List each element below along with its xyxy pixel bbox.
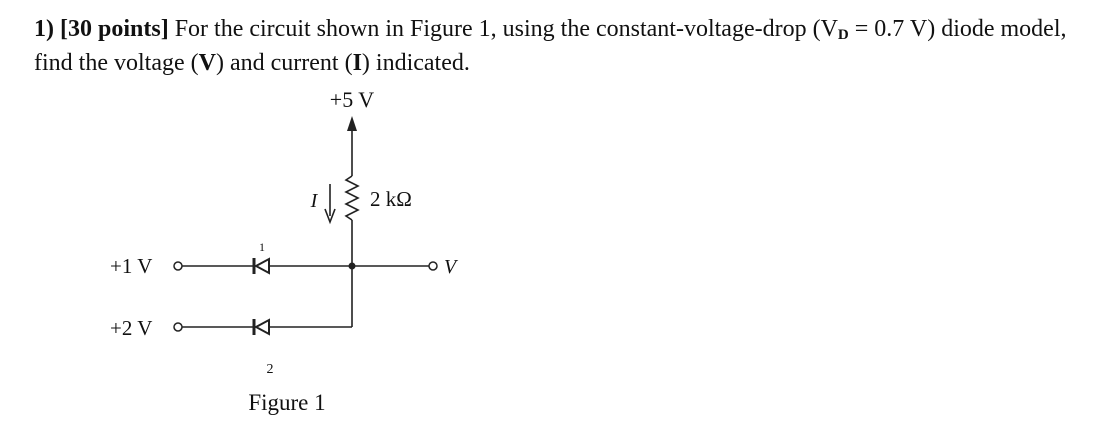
current-arrow-icon — [324, 208, 336, 225]
resistor-icon — [344, 175, 360, 221]
input-2-terminal-icon — [173, 322, 183, 332]
supply-label: +5 V — [330, 87, 375, 112]
diode-2-number: 2 — [267, 362, 274, 377]
vd-symbol: V — [820, 16, 838, 42]
problem-text-part-3: ) indicated. — [361, 50, 470, 76]
current-label: I — [310, 190, 319, 212]
problem-number: 1) — [34, 16, 54, 42]
problem-text-part-2: ) and current ( — [215, 50, 353, 76]
input-1-label: +1 V — [110, 254, 152, 278]
figure-caption: Figure 1 — [248, 390, 325, 415]
resistor-label: 2 kΩ — [370, 187, 412, 211]
output-label: V — [444, 256, 459, 278]
vd-subscript: D — [837, 27, 849, 43]
input-1-terminal-icon — [173, 261, 183, 271]
vd-value-text: = 0.7 V) diode model, find the voltage ( — [34, 16, 1067, 76]
supply-arrow-icon — [347, 116, 357, 131]
problem-text-part-1: For the circuit shown in Figure 1, using… — [168, 16, 821, 42]
diode-1-number: 1 — [259, 240, 265, 254]
input-2-label: +2 V — [110, 316, 152, 340]
diode-2-icon — [252, 318, 270, 336]
current-symbol: I — [352, 50, 362, 76]
diode-1-icon — [252, 257, 270, 275]
problem-points: [30 points] — [60, 16, 169, 42]
voltage-symbol: V — [198, 50, 216, 76]
output-terminal-icon — [428, 261, 438, 271]
problem-statement: 1) [30 points] For the circuit shown in … — [34, 14, 1094, 79]
